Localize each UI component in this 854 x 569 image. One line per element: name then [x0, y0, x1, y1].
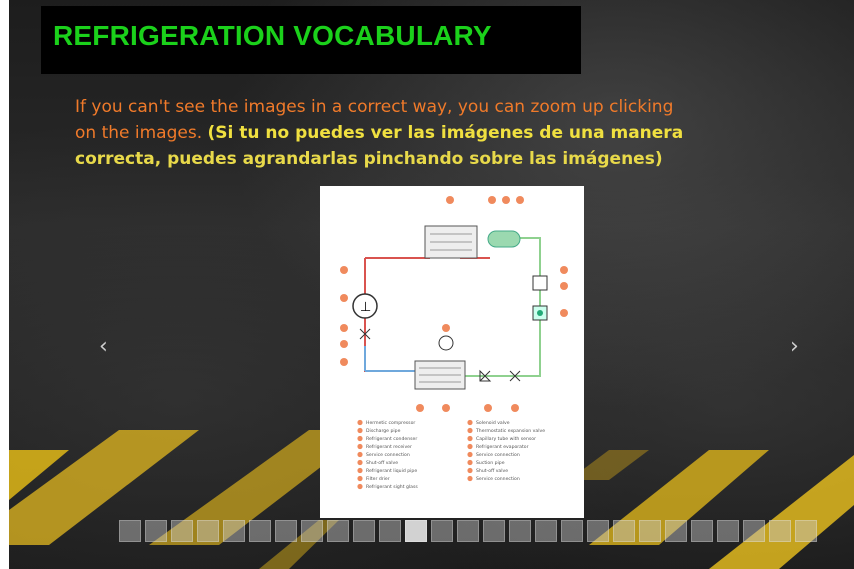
slide-thumbnail[interactable]: [509, 520, 531, 542]
previous-slide-icon[interactable]: ‹: [99, 334, 108, 359]
slide-thumbnail[interactable]: [353, 520, 375, 542]
slide-thumbnail[interactable]: [743, 520, 765, 542]
slide-thumbnail[interactable]: [691, 520, 713, 542]
legend-marker: [357, 427, 363, 434]
caption-line-2-english: on the images.: [75, 123, 208, 143]
slide-thumbnail[interactable]: [327, 520, 349, 542]
caption-line-1: If you can't see the images in a correct…: [75, 97, 674, 117]
slide-thumbnail[interactable]: [431, 520, 453, 542]
legend-label: Refrigerant receiver: [366, 444, 412, 450]
legend-marker: [467, 467, 473, 474]
legend-label: Solenoid valve: [476, 420, 510, 426]
legend-marker: [357, 443, 363, 450]
slide-thumbnail[interactable]: [535, 520, 557, 542]
slide-thumbnail[interactable]: [795, 520, 817, 542]
slideshow-stage: REFRIGERATION VOCABULARY If you can't se…: [9, 0, 854, 569]
slide-thumbnail[interactable]: [223, 520, 245, 542]
legend-label: Capillary tube with sensor: [476, 436, 536, 442]
legend-marker: [467, 459, 473, 466]
legend-label: Service connection: [476, 476, 520, 482]
slide-thumbnail[interactable]: [561, 520, 583, 542]
slide-thumbnail[interactable]: [483, 520, 505, 542]
legend-marker: [467, 419, 473, 426]
legend-label: Hermetic compressor: [366, 420, 415, 426]
slide-thumbnail[interactable]: [717, 520, 739, 542]
legend-marker: [357, 483, 363, 490]
legend-label: Suction pipe: [476, 460, 505, 466]
slide-thumbnail[interactable]: [639, 520, 661, 542]
legend-label: Discharge pipe: [366, 428, 401, 434]
legend-marker: [357, 451, 363, 458]
legend-marker: [357, 475, 363, 482]
slide-thumbnail[interactable]: [405, 520, 427, 542]
svg-text:⊥: ⊥: [360, 300, 371, 315]
hazard-stripes: [9, 430, 854, 569]
legend-label: Refrigerant condenser: [366, 436, 417, 442]
slide-thumbnail[interactable]: [379, 520, 401, 542]
legend-label: Thermostatic expansion valve: [475, 428, 545, 434]
slide-thumbnail[interactable]: [457, 520, 479, 542]
slide-thumbnail[interactable]: [275, 520, 297, 542]
caption-line-2: on the images. (Si tu no puedes ver las …: [75, 120, 683, 146]
slide-thumbnail[interactable]: [301, 520, 323, 542]
slide-thumbnail[interactable]: [665, 520, 687, 542]
legend-marker: [357, 459, 363, 466]
slide-thumbnail[interactable]: [171, 520, 193, 542]
legend-marker: [357, 467, 363, 474]
next-slide-icon[interactable]: ›: [790, 334, 799, 359]
legend-label: Shut-off valve: [476, 468, 508, 474]
legend-marker: [357, 435, 363, 442]
page-title: REFRIGERATION VOCABULARY: [53, 20, 492, 51]
legend-label: Service connection: [476, 452, 520, 458]
legend-label: Refrigerant evaporator: [476, 444, 529, 450]
slide-thumbnail[interactable]: [769, 520, 791, 542]
slide-thumbnail[interactable]: [119, 520, 141, 542]
title-banner: [41, 6, 581, 74]
slide-thumbnail[interactable]: [613, 520, 635, 542]
slide-thumbnail[interactable]: [249, 520, 271, 542]
legend-marker: [467, 435, 473, 442]
legend-marker: [467, 427, 473, 434]
legend-label: Refrigerant liquid pipe: [366, 468, 417, 474]
slide-thumbnail[interactable]: [197, 520, 219, 542]
legend-label: Filter drier: [366, 476, 390, 482]
legend-label: Shut-off valve: [366, 460, 398, 466]
slide-thumbnail[interactable]: [145, 520, 167, 542]
legend-marker: [357, 419, 363, 426]
caption-line-3: correcta, puedes agrandarlas pinchando s…: [75, 149, 663, 169]
caption-line-2-spanish: (Si tu no puedes ver las imágenes de una…: [207, 123, 684, 143]
legend-marker: [467, 443, 473, 450]
legend-marker: [467, 475, 473, 482]
thumbnail-strip: [119, 516, 817, 546]
legend-label: Service connection: [366, 452, 410, 458]
slide-thumbnail[interactable]: [587, 520, 609, 542]
legend-label: Refrigerant sight glass: [366, 484, 418, 490]
legend-marker: [467, 451, 473, 458]
